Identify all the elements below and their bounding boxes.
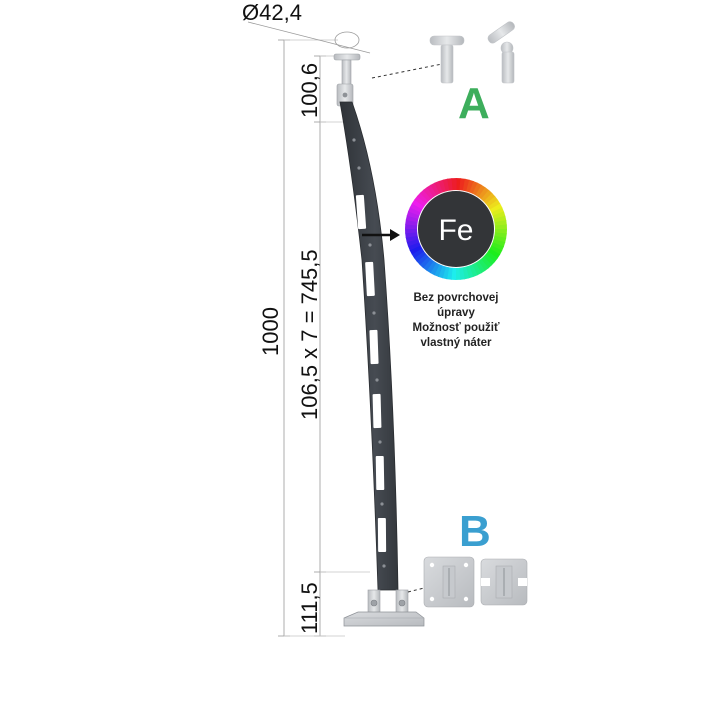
color-wheel-segment — [494, 224, 507, 230]
top-height-label: 100,6 — [297, 63, 322, 118]
color-wheel-segment — [451, 178, 457, 191]
color-wheel-segment — [458, 267, 465, 280]
variant-b-label: B — [459, 507, 491, 556]
color-wheel-segment — [411, 248, 425, 259]
color-wheel-segment — [491, 242, 504, 252]
finish-note-line-1: Bez povrchovej — [414, 292, 499, 304]
color-wheel-segment — [442, 266, 450, 280]
color-wheel-segment — [426, 260, 437, 274]
color-wheel-segment — [406, 210, 420, 219]
color-wheel-segment — [483, 254, 496, 266]
color-wheel-segment — [416, 253, 429, 266]
color-wheel-segment — [492, 211, 506, 220]
color-wheel-segment — [469, 181, 479, 194]
color-wheel-segment — [405, 231, 418, 238]
color-wheel-segment — [419, 189, 432, 202]
color-wheel-segment — [459, 178, 466, 191]
color-wheel-icon — [405, 178, 507, 280]
color-wheel-segment — [462, 178, 470, 192]
variant-a-tilting-saddle — [487, 21, 515, 84]
color-wheel-segment — [413, 250, 427, 262]
total-height-label: 1000 — [258, 307, 283, 356]
color-wheel-segment — [481, 189, 493, 202]
color-wheel-segment — [409, 245, 423, 255]
variant-a-label: A — [458, 79, 490, 128]
color-wheel-segment — [466, 179, 475, 193]
finish-note-line-3: Možnosť použiť — [412, 322, 500, 334]
color-wheel-segment — [485, 196, 499, 208]
color-wheel-segment — [477, 258, 489, 272]
color-wheel-segment — [405, 215, 419, 223]
variant-b-plate-large — [423, 556, 475, 608]
diameter-label: Ø42,4 — [242, 0, 302, 25]
color-wheel-segment — [493, 235, 507, 243]
color-wheel-segment — [416, 192, 429, 204]
railing-post — [333, 53, 425, 627]
color-wheel-segment — [494, 220, 507, 227]
color-wheel-segment — [423, 186, 435, 200]
variant-a-straight-saddle — [429, 35, 465, 84]
dimension-lines — [247, 21, 371, 637]
color-wheel-segment — [468, 264, 478, 278]
color-wheel-segment — [405, 219, 418, 226]
color-wheel-segment — [487, 199, 501, 210]
color-wheel-segment — [472, 262, 482, 276]
color-wheel-segment — [480, 256, 493, 269]
color-wheel-segment — [407, 241, 421, 251]
color-wheel-segment — [422, 258, 434, 271]
color-wheel-segment — [430, 182, 440, 196]
color-wheel-segment — [494, 232, 507, 239]
color-wheel-segment — [475, 184, 486, 198]
color-wheel-segment — [437, 265, 446, 279]
color-wheel-segment — [455, 267, 461, 280]
color-wheel-segment — [408, 206, 421, 216]
color-wheel-segment — [491, 207, 505, 217]
color-wheel-segment — [492, 239, 506, 248]
color-wheel-segment — [429, 262, 440, 276]
finish-note-line-2: úpravy — [437, 307, 475, 319]
leader-line-a — [371, 63, 443, 79]
color-wheel-segment — [472, 182, 483, 196]
color-wheel-segment — [438, 179, 447, 193]
leader-line-b — [407, 587, 425, 593]
span-label: 106,5 x 7 = 745,5 — [297, 249, 322, 420]
color-wheel-segment — [434, 180, 444, 194]
finish-note-line-4: vlastný náter — [421, 337, 492, 349]
fe-badge — [418, 191, 494, 267]
color-wheel-segment — [414, 195, 427, 207]
color-wheel-segment — [446, 267, 453, 280]
color-wheel-segment — [409, 202, 423, 213]
finish-arrow — [362, 229, 400, 241]
color-wheel-segment — [489, 203, 503, 213]
color-wheel-segment — [411, 199, 425, 210]
color-wheel-segment — [405, 228, 418, 234]
color-wheel-segment — [485, 251, 498, 263]
color-wheel-segment — [419, 256, 431, 269]
variant-b-plate-small — [480, 558, 528, 606]
color-wheel-segment — [478, 187, 490, 200]
color-wheel-segment — [489, 245, 503, 256]
color-wheel-segment — [483, 192, 496, 205]
color-wheel-segment — [447, 178, 454, 191]
color-wheel-segment — [465, 265, 474, 279]
color-wheel-segment — [487, 248, 501, 259]
color-wheel-segment — [433, 264, 443, 277]
color-wheel-segment — [475, 260, 486, 274]
color-wheel-segment — [426, 184, 437, 198]
fe-symbol: Fe — [438, 214, 473, 247]
bottom-height-label: 111,5 — [297, 582, 322, 634]
color-wheel-segment — [406, 238, 420, 247]
